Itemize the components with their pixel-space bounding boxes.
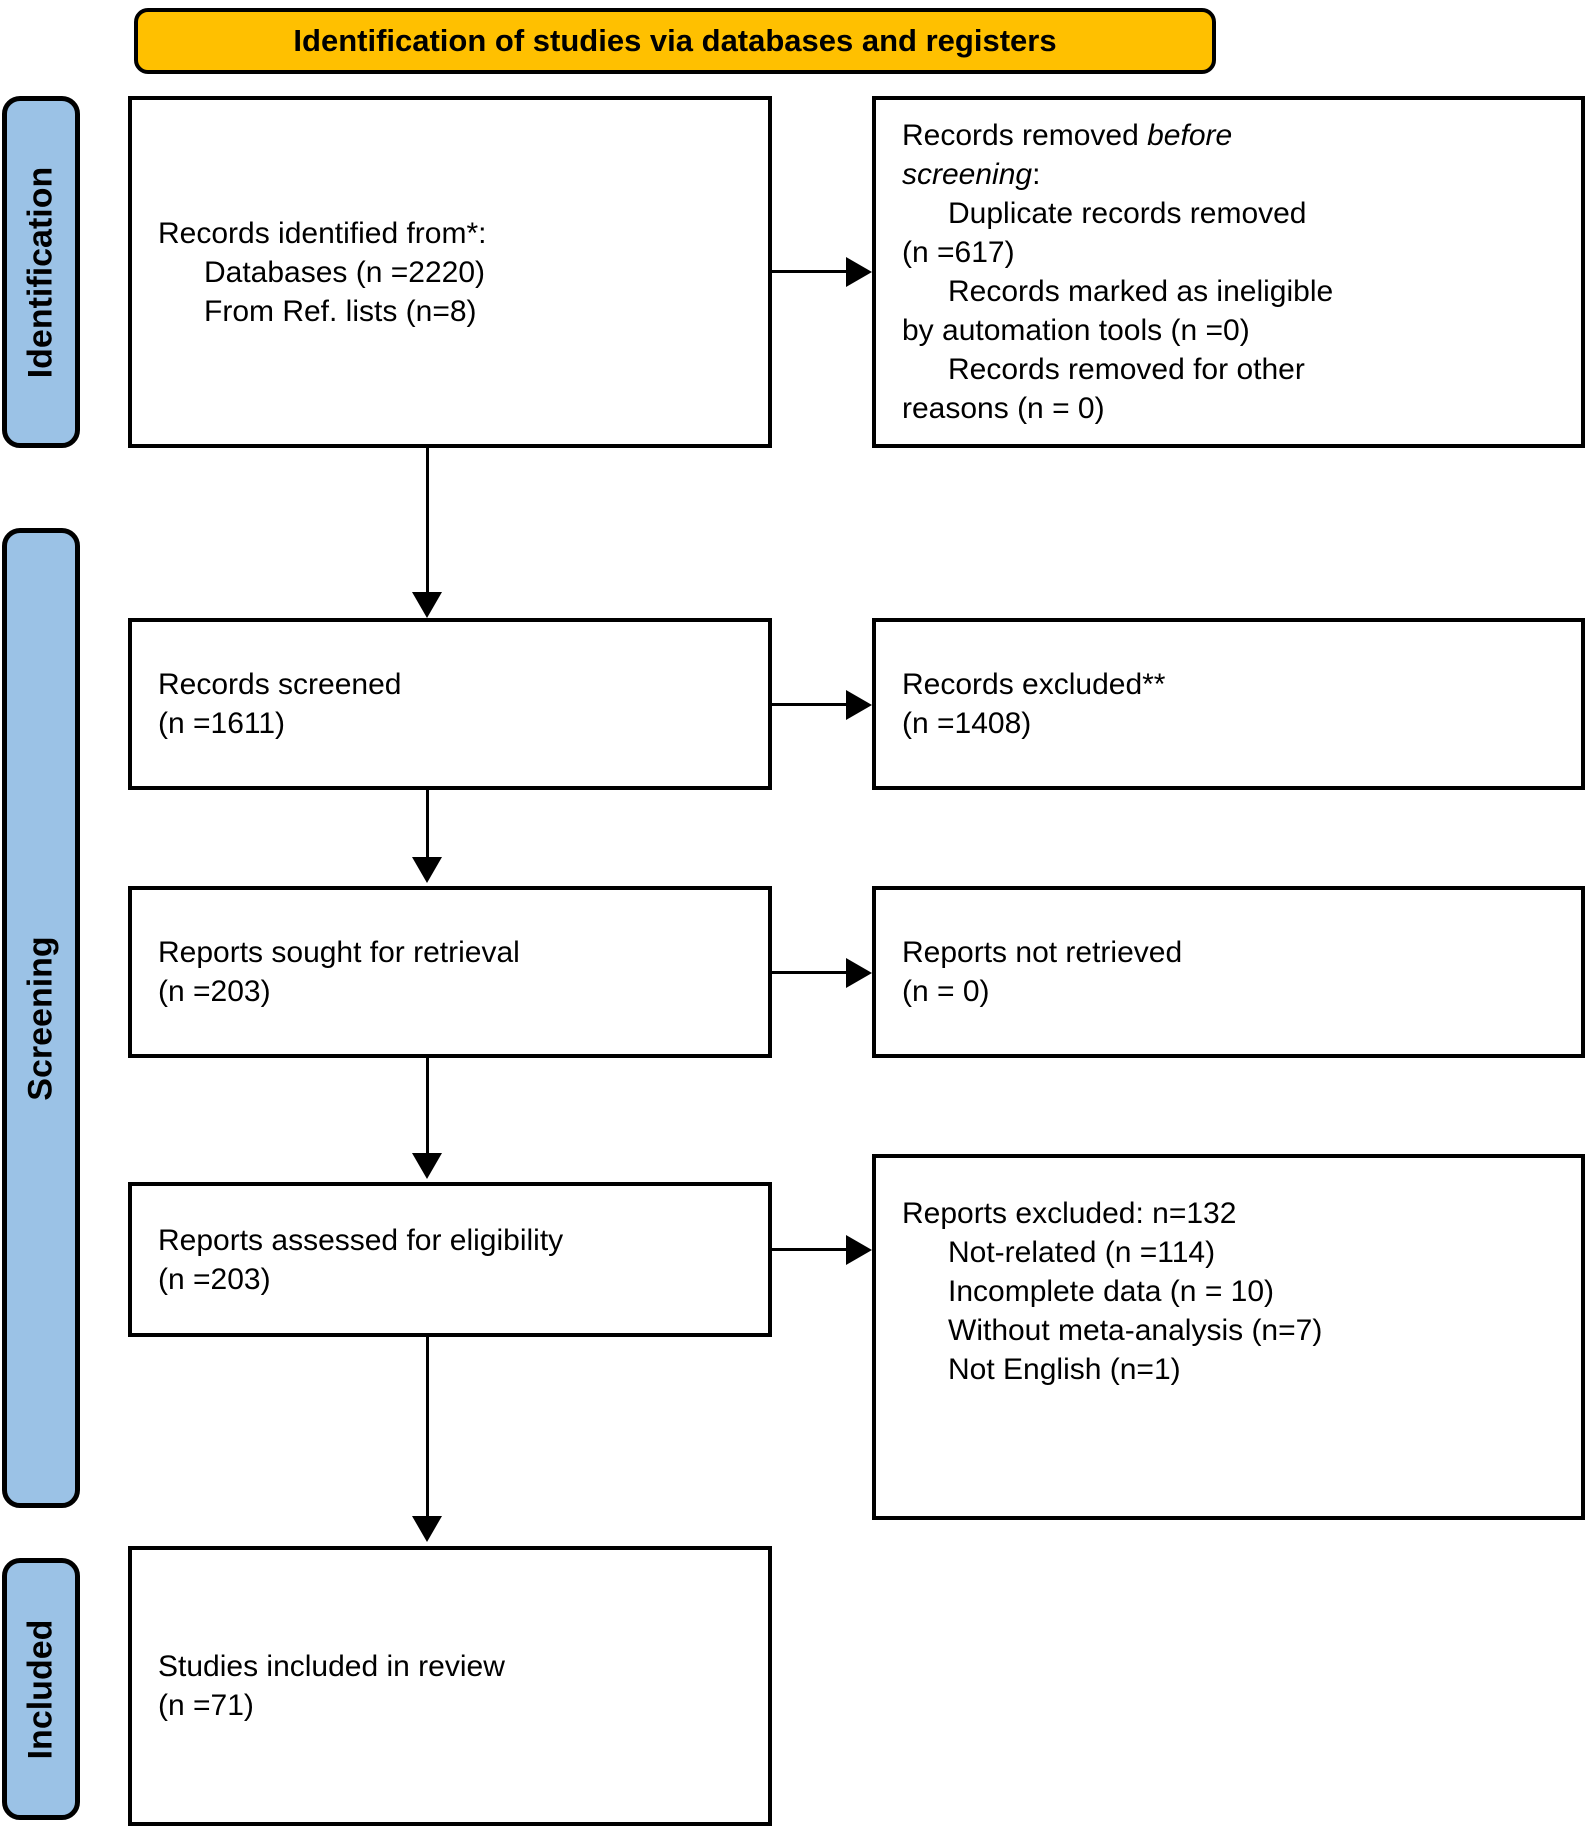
connector-line-assessed-to-included [426,1337,429,1517]
reports-sought-line-2: (n =203) [158,975,271,1008]
connector-arrow-assessed-to-included [412,1516,442,1542]
page-title: Identification of studies via databases … [293,23,1057,58]
reports-excluded-line-4: Without meta-analysis (n=7) [948,1314,1323,1347]
records-removed-line-3: Duplicate records removed [948,197,1307,230]
box-reports-not-retrieved: Reports not retrieved (n = 0) [872,886,1585,1058]
phase-band-identification: Identification [2,96,80,448]
reports-not-retrieved-line-1: Reports not retrieved [902,936,1183,969]
connector-arrow-assessed-to-excluded [846,1235,872,1265]
records-removed-line-2: screening: [902,155,1555,194]
phase-label-screening: Screening [21,935,60,1101]
reports-excluded-line-2: Not-related (n =114) [948,1236,1216,1269]
reports-sought-line-1: Reports sought for retrieval [158,936,520,969]
records-removed-line-1-emphasis: before [1147,119,1233,152]
connector-line-identified-to-removed [772,270,846,273]
connector-arrow-identified-to-removed [846,257,872,287]
box-reports-assessed: Reports assessed for eligibility (n =203… [128,1182,772,1337]
phase-label-included: Included [21,1619,60,1759]
box-records-screened: Records screened (n =1611) [128,618,772,790]
reports-excluded-line-3: Incomplete data (n = 10) [948,1275,1275,1308]
records-screened-line-1: Records screened [158,668,402,701]
connector-line-identified-to-screened [426,448,429,593]
box-reports-excluded: Reports excluded: n=132 Not-related (n =… [872,1154,1585,1520]
box-records-removed-before-screening: Records removed before screening: Duplic… [872,96,1585,448]
connector-arrow-identified-to-screened [412,592,442,618]
records-identified-line-3: From Ref. lists (n=8) [204,294,477,328]
studies-included-line-1: Studies included in review [158,1650,505,1683]
records-excluded-line-2: (n =1408) [902,707,1032,740]
box-records-excluded: Records excluded** (n =1408) [872,618,1585,790]
box-reports-sought: Reports sought for retrieval (n =203) [128,886,772,1058]
connector-arrow-screened-to-sought [412,857,442,883]
reports-excluded-line-1: Reports excluded: n=132 [902,1197,1237,1230]
records-removed-line-5: Records marked as ineligible [948,275,1334,308]
phase-band-screening: Screening [2,528,80,1508]
records-removed-line-7: Records removed for other [948,353,1305,386]
records-removed-line-6: by automation tools (n =0) [902,314,1250,347]
box-records-identified: Records identified from*: Databases (n =… [128,96,772,448]
records-screened-line-2: (n =1611) [158,707,286,740]
phase-label-identification: Identification [21,166,60,378]
records-removed-line-2-colon: : [1032,158,1041,191]
records-removed-line-4: (n =617) [902,236,1015,269]
records-identified-line-2: Databases (n =2220) [204,255,486,289]
reports-excluded-line-5: Not English (n=1) [948,1353,1181,1386]
connector-line-screened-to-excluded [772,703,846,706]
connector-arrow-screened-to-excluded [846,690,872,720]
connector-line-screened-to-sought [426,790,429,858]
connector-line-sought-to-not-retrieved [772,971,846,974]
phase-band-included: Included [2,1558,80,1820]
reports-assessed-line-2: (n =203) [158,1262,271,1296]
records-removed-line-1: Records removed before [902,116,1555,155]
records-identified-line-1: Records identified from*: [158,216,487,250]
records-removed-line-2-emphasis: screening [902,158,1033,191]
connector-line-sought-to-assessed [426,1058,429,1154]
connector-line-assessed-to-excluded [772,1248,846,1251]
connector-arrow-sought-to-not-retrieved [846,958,872,988]
connector-arrow-sought-to-assessed [412,1153,442,1179]
diagram-title-banner: Identification of studies via databases … [134,8,1216,74]
records-excluded-line-1: Records excluded** [902,668,1166,701]
box-studies-included: Studies included in review (n =71) [128,1546,772,1826]
records-removed-line-1-text: Records removed [902,119,1148,152]
reports-assessed-line-1: Reports assessed for eligibility [158,1223,564,1257]
studies-included-line-2: (n =71) [158,1689,254,1722]
reports-not-retrieved-line-2: (n = 0) [902,975,990,1008]
records-removed-line-8: reasons (n = 0) [902,392,1105,425]
